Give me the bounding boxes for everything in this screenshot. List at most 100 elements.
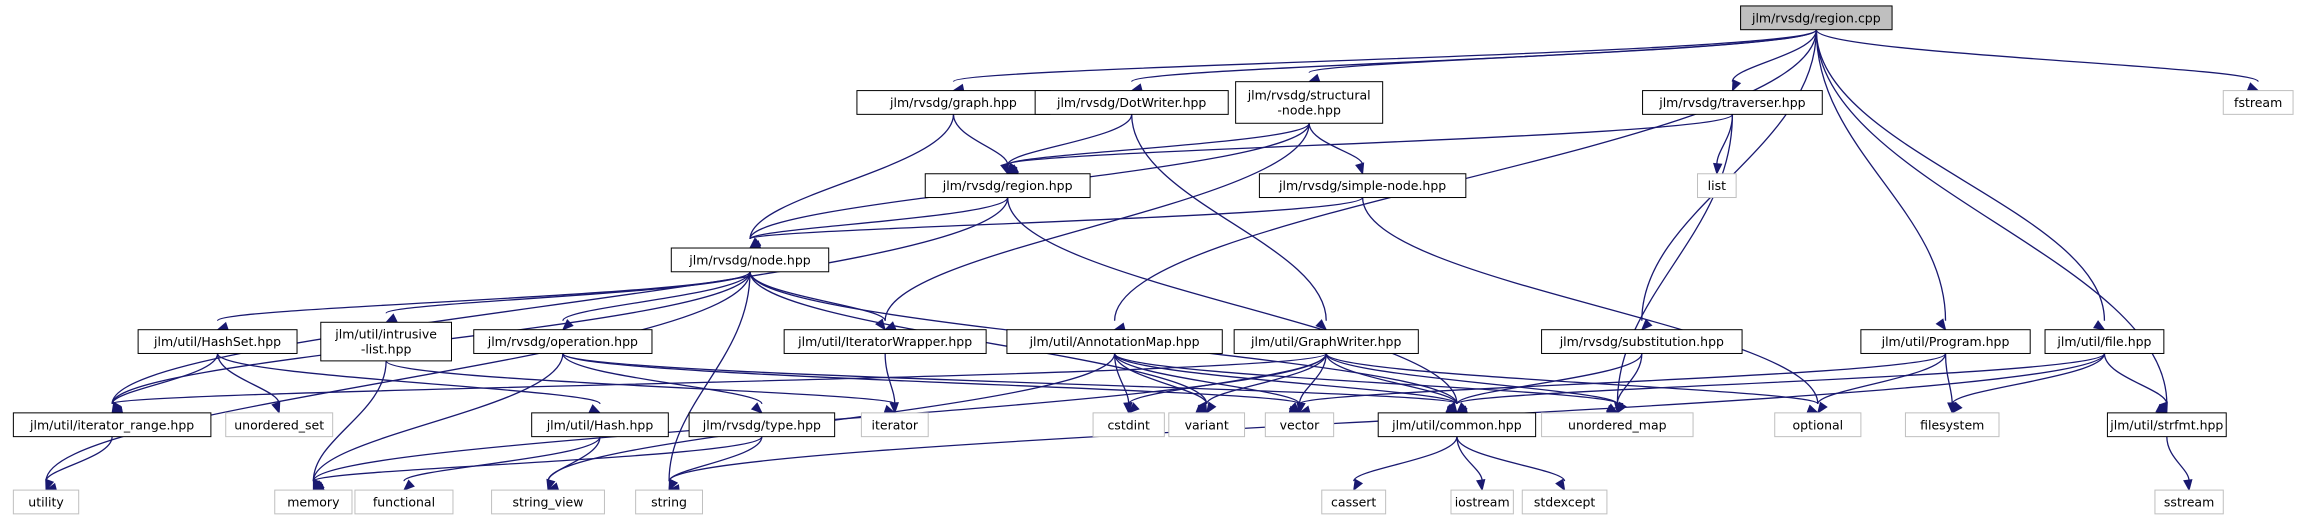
edge-file_hpp-to-filesystem: [1951, 353, 2106, 405]
edge-graphwriter_hpp-to-iterator_range_hpp: [111, 352, 1327, 405]
edge-structural_node_hpp-to-simple_node_hpp: [1308, 123, 1364, 165]
node-label: -node.hpp: [1277, 102, 1341, 117]
edge-strfmt_hpp-to-sstream: [2166, 436, 2190, 482]
edge-type_hpp-to-string: [668, 436, 763, 482]
node-iteratorwrapper-hpp[interactable]: jlm/util/IteratorWrapper.hpp: [783, 329, 987, 354]
node-region-hpp[interactable]: jlm/rvsdg/region.hpp: [924, 173, 1091, 199]
arrowhead-icon: [1713, 162, 1723, 176]
node-vector: vector: [1264, 412, 1335, 438]
edge-iteratorwrapper_hpp-to-iterator: [884, 353, 896, 404]
arrowhead-icon: [45, 478, 55, 492]
node-label: iostream: [1455, 494, 1510, 509]
arrowhead-icon: [668, 478, 679, 492]
node-box: [2222, 90, 2294, 115]
arrowhead-icon: [1817, 401, 1828, 414]
node-unordered-set: unordered_set: [225, 412, 334, 438]
node-label: jlm/rvsdg/region.cpp: [1751, 10, 1881, 25]
edge-node_hpp-to-operation_hpp: [562, 271, 751, 322]
arrowhead-icon: [875, 318, 886, 331]
node-label: jlm/util/file.hpp: [2056, 334, 2151, 349]
node-label: jlm/util/Program.hpp: [1881, 334, 2010, 349]
arrowhead-icon: [1315, 319, 1328, 331]
node-label: filesystem: [1920, 417, 1984, 432]
edge-traverser_hpp-to-region_hpp: [1007, 113, 1734, 166]
edge-hashset_hpp-to-hash_hpp: [216, 352, 601, 405]
arrowhead-icon: [588, 404, 602, 414]
node-box: [274, 489, 353, 515]
node-box: [783, 329, 987, 354]
node-type-hpp[interactable]: jlm/rvsdg/type.hpp: [688, 412, 836, 438]
node-unordered-map: unordered_map: [1541, 412, 1694, 438]
node-node-hpp[interactable]: jlm/rvsdg/node.hpp: [670, 247, 830, 273]
edge-graphwriter_hpp-to-vector: [1298, 353, 1327, 404]
edge-iterator_range_hpp-to-utility: [45, 436, 113, 482]
edge-node_hpp-to-utility: [45, 271, 751, 482]
node-memory: memory: [274, 489, 353, 515]
node-common-hpp[interactable]: jlm/util/common.hpp: [1377, 412, 1537, 438]
node-substitution-hpp[interactable]: jlm/rvsdg/substitution.hpp: [1541, 329, 1743, 354]
arrowhead-icon: [1555, 478, 1566, 492]
node-label: jlm/rvsdg/operation.hpp: [487, 334, 638, 349]
node-traverser-hpp[interactable]: jlm/rvsdg/traverser.hpp: [1642, 90, 1823, 115]
edge-annotationmap_hpp-to-variant: [1113, 353, 1208, 405]
node-region-cpp[interactable]: jlm/rvsdg/region.cpp: [1740, 5, 1893, 31]
node-label: jlm/util/HashSet.hpp: [153, 334, 281, 349]
node-box: [1541, 412, 1694, 438]
node-intrusive-list-hpp[interactable]: jlm/util/intrusive-list.hpp: [320, 321, 452, 362]
node-variant: variant: [1168, 412, 1246, 438]
node-dotwriter-hpp[interactable]: jlm/rvsdg/DotWriter.hpp: [1034, 90, 1229, 115]
node-label: jlm/rvsdg/traverser.hpp: [1658, 95, 1805, 110]
node-iterator-range-hpp[interactable]: jlm/util/iterator_range.hpp: [12, 412, 212, 438]
edge-dotwriter_hpp-to-graphwriter_hpp: [1131, 114, 1327, 321]
arrowhead-icon: [1446, 401, 1458, 414]
node-label: unordered_set: [234, 417, 324, 432]
node-box: [1321, 489, 1387, 515]
node-label: jlm/util/Hash.hpp: [546, 417, 654, 432]
edge-annotationmap_hpp-to-cstdint: [1113, 353, 1130, 404]
node-box: [1168, 412, 1246, 438]
node-label: jlm/rvsdg/structural: [1247, 87, 1371, 102]
edge-graphwriter_hpp-to-common_hpp: [1325, 353, 1458, 405]
node-label: memory: [287, 494, 340, 509]
edge-hashset_hpp-to-unordered_set: [216, 353, 280, 405]
node-cassert: cassert: [1321, 489, 1387, 515]
edge-file_hpp-to-common_hpp: [1456, 352, 2106, 405]
node-strfmt-hpp[interactable]: jlm/util/strfmt.hpp: [2106, 412, 2227, 438]
node-simple-node-hpp[interactable]: jlm/rvsdg/simple-node.hpp: [1258, 173, 1467, 199]
node-hashset-hpp[interactable]: jlm/util/HashSet.hpp: [137, 329, 298, 354]
edge-annotationmap_hpp-to-vector: [1113, 353, 1301, 405]
node-box: [1904, 412, 2000, 438]
arrowhead-icon: [1731, 79, 1742, 92]
node-label: optional: [1792, 417, 1843, 432]
edge-region_cpp-to-fstream: [1815, 29, 2259, 83]
node-annotationmap-hpp[interactable]: jlm/util/AnnotationMap.hpp: [1006, 329, 1223, 354]
node-label: jlm/rvsdg/node.hpp: [688, 252, 810, 267]
edge-program_hpp-to-optional: [1817, 353, 1947, 405]
arrowhead-icon: [2093, 320, 2106, 331]
node-structural-node-hpp[interactable]: jlm/rvsdg/structural-node.hpp: [1235, 81, 1384, 124]
node-utility: utility: [12, 489, 80, 515]
edge-simple_node_hpp-to-node_hpp: [749, 196, 1364, 240]
node-graphwriter-hpp[interactable]: jlm/util/GraphWriter.hpp: [1233, 329, 1419, 354]
node-label: fstream: [2234, 95, 2282, 110]
node-box: [924, 173, 1091, 199]
edge-operation_hpp-to-memory: [312, 353, 564, 482]
node-label: cstdint: [1107, 417, 1150, 432]
node-label: jlm/rvsdg/type.hpp: [702, 417, 821, 432]
node-box: [2106, 412, 2227, 438]
node-box: [1092, 412, 1165, 438]
edge-structural_node_hpp-to-region_hpp: [1007, 122, 1310, 166]
edge-region_cpp-to-file_hpp: [1815, 29, 2106, 321]
node-stdexcept: stdexcept: [1521, 489, 1608, 515]
edge-graphwriter_hpp-to-cstdint: [1128, 353, 1327, 405]
node-label: jlm/util/AnnotationMap.hpp: [1029, 334, 1200, 349]
node-program-hpp[interactable]: jlm/util/Program.hpp: [1860, 329, 2031, 354]
node-hash-hpp[interactable]: jlm/util/Hash.hpp: [531, 412, 669, 438]
edge-substitution_hpp-to-common_hpp: [1456, 353, 1643, 405]
node-file-hpp[interactable]: jlm/util/file.hpp: [2044, 329, 2165, 354]
node-graph-hpp[interactable]: jlm/rvsdg/graph.hpp: [856, 90, 1051, 115]
node-box: [1740, 5, 1893, 31]
node-operation-hpp[interactable]: jlm/rvsdg/operation.hpp: [473, 329, 653, 354]
